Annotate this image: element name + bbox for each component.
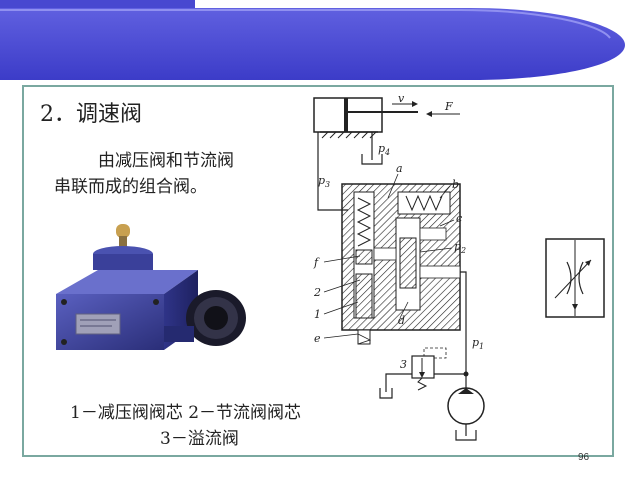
relief-valve [379, 347, 466, 399]
hydraulic-cylinder [313, 97, 418, 139]
label-c: c [456, 212, 462, 225]
speed-control-valve-schematic: v F p4 p3 [313, 92, 485, 441]
description-line-1: 由减压阀和节流阀 [98, 151, 234, 171]
label-v: v [398, 92, 405, 105]
label-p3: p3 [318, 174, 330, 189]
hydraulic-pump [447, 374, 485, 441]
label-p2: p2 [454, 240, 466, 255]
header-banner [0, 0, 640, 90]
valve-body [341, 183, 461, 345]
page-number: 96 [578, 452, 590, 463]
label-p1: p1 [472, 336, 484, 351]
caption-line-2: 3－溢流阀 [160, 429, 239, 449]
label-a: a [396, 162, 403, 175]
label-F: F [444, 100, 453, 113]
slide-title: 2．调速阀 [40, 102, 142, 127]
valve-photo [56, 224, 246, 350]
label-2: 2 [313, 286, 321, 299]
label-b: b [452, 178, 459, 191]
description-line-2: 串联而成的组合阀。 [54, 177, 207, 197]
valve-graphic-symbol [545, 238, 605, 318]
content-frame [22, 85, 614, 457]
label-3: 3 [400, 358, 407, 371]
label-1: 1 [314, 308, 321, 321]
label-p4: p4 [378, 142, 390, 157]
caption-line-1: 1－减压阀阀芯 2－节流阀阀芯 [70, 403, 302, 423]
label-f: f [313, 256, 320, 269]
label-d: d [398, 314, 405, 327]
label-e: e [314, 332, 321, 345]
